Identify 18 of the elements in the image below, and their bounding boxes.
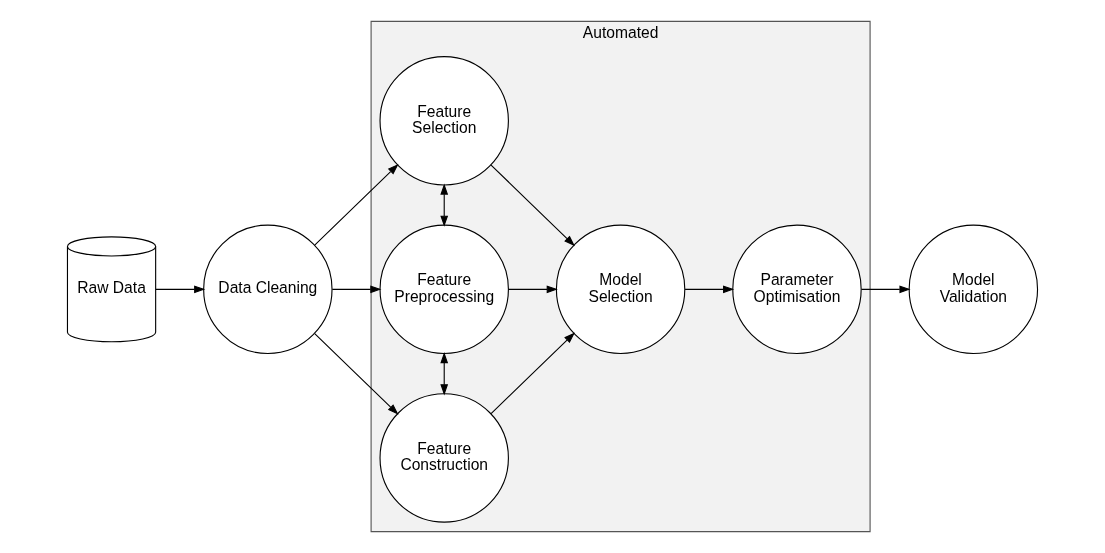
- node-circle: Feature Selection: [379, 56, 509, 186]
- arrow: [684, 285, 735, 294]
- node-circle: Parameter Optimisation: [732, 224, 862, 355]
- node-circle: Data Cleaning: [203, 224, 333, 355]
- arrow: [314, 163, 399, 246]
- node-circle: Feature Construction: [379, 393, 509, 523]
- arrow: [860, 285, 911, 294]
- node-circle: Model Selection: [555, 224, 686, 355]
- arrow: [508, 285, 558, 294]
- arrow: [490, 332, 575, 415]
- arrow: [440, 183, 449, 227]
- node-circle: Feature Preprocessing: [379, 224, 509, 355]
- arrow: [440, 352, 449, 396]
- node-circle: Model Validation: [908, 224, 1039, 355]
- arrow: [331, 285, 382, 294]
- arrow: [490, 164, 575, 247]
- arrow: [155, 285, 206, 294]
- arrow: [314, 333, 399, 415]
